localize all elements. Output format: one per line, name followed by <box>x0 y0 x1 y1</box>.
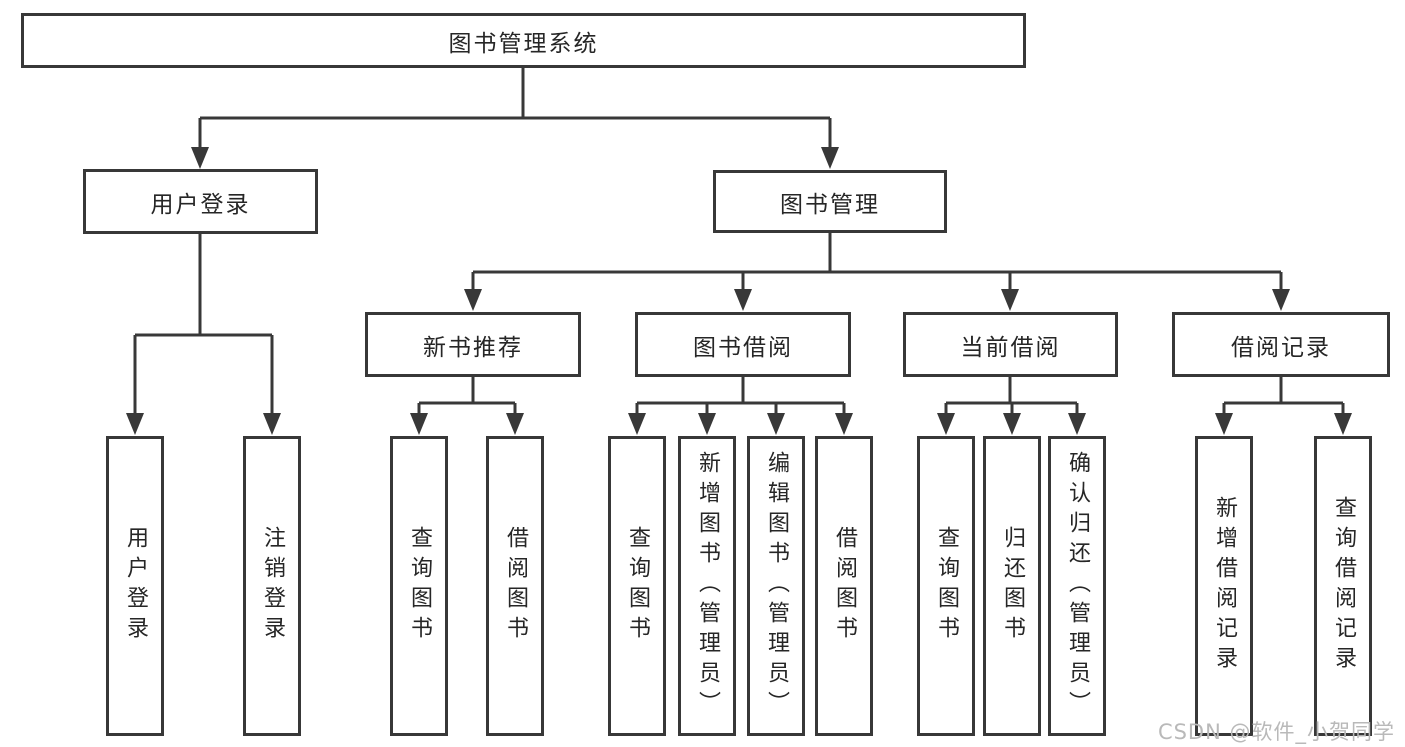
leaf-query-books-borrow: 查询图书 <box>608 436 666 736</box>
leaf-label: 查询图书 <box>407 526 432 646</box>
arrow-down-icons <box>126 147 1352 435</box>
leaf-label: 借阅图书 <box>832 526 857 646</box>
node-label: 借阅记录 <box>1231 334 1331 361</box>
node-label: 图书管理 <box>780 191 880 218</box>
leaf-query-books-recommend: 查询图书 <box>390 436 448 736</box>
leaf-label: 查询图书 <box>934 526 959 646</box>
leaf-label: 新增图书（管理员） <box>695 451 720 721</box>
leaf-label: 查询图书 <box>625 526 650 646</box>
node-user-login: 用户登录 <box>83 169 318 234</box>
leaf-label: 查询借阅记录 <box>1331 496 1356 676</box>
leaf-borrow-books-recommend: 借阅图书 <box>486 436 544 736</box>
node-label: 新书推荐 <box>423 334 523 361</box>
leaf-label: 归还图书 <box>1000 526 1025 646</box>
node-book-borrow: 图书借阅 <box>635 312 851 377</box>
leaf-add-book-admin: 新增图书（管理员） <box>678 436 736 736</box>
leaf-edit-book-admin: 编辑图书（管理员） <box>747 436 805 736</box>
leaf-label: 借阅图书 <box>503 526 528 646</box>
node-borrow-records: 借阅记录 <box>1172 312 1390 377</box>
node-root-system: 图书管理系统 <box>21 13 1026 68</box>
node-label: 图书管理系统 <box>448 30 599 57</box>
node-current-borrow: 当前借阅 <box>903 312 1118 377</box>
leaf-label: 编辑图书（管理员） <box>764 451 789 721</box>
leaf-label: 确认归还（管理员） <box>1065 451 1090 721</box>
leaf-label: 用户登录 <box>123 526 148 646</box>
csdn-watermark: CSDN @软件_小贺同学 <box>1157 720 1395 744</box>
leaf-label: 新增借阅记录 <box>1212 496 1237 676</box>
leaf-return-book: 归还图书 <box>983 436 1041 736</box>
leaf-confirm-return-admin: 确认归还（管理员） <box>1048 436 1106 736</box>
leaf-borrow-books: 借阅图书 <box>815 436 873 736</box>
node-label: 图书借阅 <box>693 334 793 361</box>
node-label: 当前借阅 <box>960 334 1061 361</box>
leaf-user-login: 用户登录 <box>106 436 164 736</box>
leaf-label: 注销登录 <box>260 526 285 646</box>
leaf-query-borrow-record: 查询借阅记录 <box>1314 436 1372 736</box>
connector-paths <box>133 68 1345 417</box>
node-book-management: 图书管理 <box>713 170 947 233</box>
leaf-logout-login: 注销登录 <box>243 436 301 736</box>
leaf-query-books-current: 查询图书 <box>917 436 975 736</box>
node-new-book-recommend: 新书推荐 <box>365 312 581 377</box>
node-label: 用户登录 <box>150 191 251 218</box>
leaf-add-borrow-record: 新增借阅记录 <box>1195 436 1253 736</box>
